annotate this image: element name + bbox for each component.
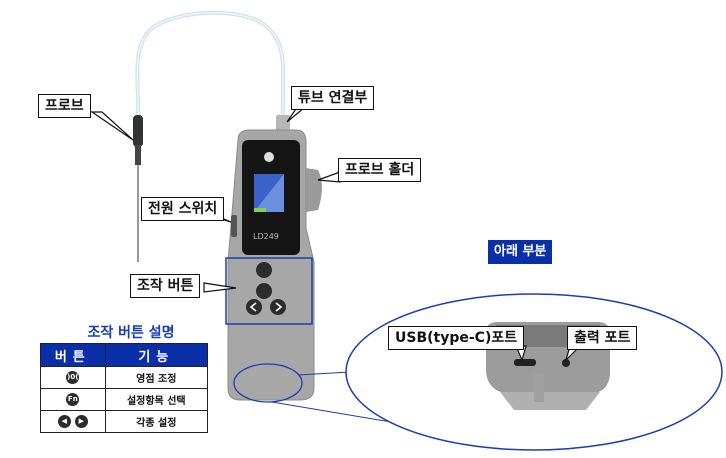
usb-port <box>514 359 536 366</box>
table-row: )0( 영점 조정 <box>40 366 209 389</box>
fn-icon: Fn <box>66 393 80 406</box>
legend-icon-cell: ◀▶ <box>40 410 106 433</box>
brand-logo <box>264 152 274 162</box>
right-arrow-icon <box>275 302 283 312</box>
tube-highlight <box>136 11 284 119</box>
callout-tube: 튜브 연결부 <box>291 86 375 110</box>
legend-icon-cell: Fn <box>40 388 106 411</box>
pointer-probe <box>90 111 134 141</box>
callout-holder: 프로브 홀더 <box>338 158 422 182</box>
tube <box>135 10 286 119</box>
table-row: Fn 설정항목 선택 <box>40 388 209 411</box>
bottom-part-label: 아래 부분 <box>488 240 553 264</box>
legend-header-button: 버튼 <box>40 343 106 367</box>
legend-function: 각종 설정 <box>104 410 209 433</box>
model-label: LD249 <box>253 232 279 241</box>
callout-output: 출력 포트 <box>567 326 638 350</box>
fn-button <box>256 283 272 299</box>
callout-usb: USB(type-C)포트 <box>388 326 525 350</box>
probe-holder-clip <box>500 392 600 410</box>
pointer-holder <box>317 171 341 183</box>
legend-table: 버튼 기능 )0( 영점 조정 Fn 설정항목 선택 ◀▶ 각종 설정 <box>40 343 209 433</box>
callout-probe: 프로브 <box>38 94 91 118</box>
zero-adjust-button <box>256 262 272 278</box>
zero-adjust-icon: )0( <box>66 371 80 384</box>
left-button <box>246 299 262 315</box>
zoom-line-top <box>297 371 351 376</box>
legend-header-function: 기능 <box>104 343 209 367</box>
legend-function: 설정항목 선택 <box>104 388 209 411</box>
arrow-left-icon: ◀ <box>57 415 71 428</box>
callout-power: 전원 스위치 <box>141 197 225 221</box>
table-row: ◀▶ 각종 설정 <box>40 410 209 433</box>
bottom-ellipse <box>233 363 303 403</box>
display-level <box>254 208 266 212</box>
legend-function: 영점 조정 <box>104 366 209 389</box>
output-port <box>562 359 570 367</box>
pointer-buttons <box>203 282 237 293</box>
legend-icon-cell: )0( <box>40 366 106 389</box>
display-bar <box>254 174 284 212</box>
right-button <box>270 299 286 315</box>
power-switch <box>231 215 237 237</box>
legend-title: 조작 버튼 설명 <box>87 325 175 341</box>
callout-buttons: 조작 버튼 <box>130 274 201 298</box>
button-highlight-box <box>225 257 313 325</box>
left-arrow-icon <box>249 302 257 312</box>
holder-stem <box>534 374 544 402</box>
probe-neck <box>135 145 141 165</box>
arrow-right-icon: ▶ <box>74 415 88 428</box>
probe-handle <box>133 115 143 147</box>
probe-holder <box>306 168 322 212</box>
